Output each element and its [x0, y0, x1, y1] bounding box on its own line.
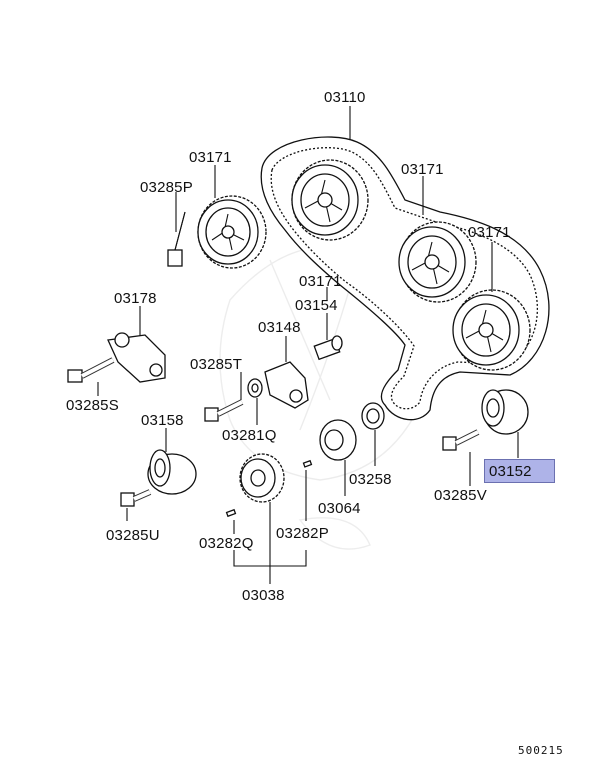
label-key-q[interactable]: 03282Q [199, 535, 254, 552]
bolt-03285s [67, 357, 115, 383]
label-sprocket-d[interactable]: 03171 [299, 273, 342, 290]
crank-sprocket-03038 [239, 453, 285, 503]
label-flange[interactable]: 03064 [318, 500, 361, 517]
seal-ring-03258 [361, 402, 385, 430]
key-03282p [302, 459, 313, 468]
sprocket-lower-right [452, 289, 531, 371]
spacer-03154 [313, 335, 343, 361]
label-belt[interactable]: 03110 [324, 89, 366, 106]
label-bolt-v[interactable]: 03285V [434, 487, 487, 504]
tensioner-bracket [107, 332, 166, 383]
label-key-p[interactable]: 03282P [276, 525, 329, 542]
label-bolt-t[interactable]: 03285T [190, 356, 243, 373]
bolt-03285t [204, 399, 244, 422]
label-tensioner-arm[interactable]: 03148 [258, 319, 301, 336]
label-bolt-s[interactable]: 03285S [66, 397, 119, 414]
sprocket-upper-left [197, 195, 267, 269]
label-bolt-p[interactable]: 03285P [140, 179, 193, 196]
label-sprocket-c[interactable]: 03171 [468, 224, 511, 241]
key-03282q [225, 508, 237, 518]
label-washer[interactable]: 03281Q [222, 427, 277, 444]
diagram-code: 500215 [518, 744, 564, 757]
tensioner-arm [264, 361, 309, 409]
pulley-03152 [481, 389, 529, 435]
label-tensioner-bracket[interactable]: 03178 [114, 290, 157, 307]
label-pulley-highlighted[interactable]: 03152 [484, 459, 555, 483]
flange-03064 [319, 419, 357, 461]
label-sprocket-a[interactable]: 03171 [189, 149, 232, 166]
idler-pulley-03158 [147, 449, 197, 495]
label-seal-ring[interactable]: 03258 [349, 471, 392, 488]
label-sprocket-b[interactable]: 03171 [401, 161, 444, 178]
label-crank-sprocket[interactable]: 03038 [242, 587, 285, 604]
bolt-03285v [442, 429, 480, 451]
label-bolt-u[interactable]: 03285U [106, 527, 160, 544]
sprocket-top-center [291, 159, 369, 241]
bolt-03285p [167, 211, 186, 267]
bolt-03285u [120, 489, 152, 507]
label-pulley-idler[interactable]: 03158 [141, 412, 184, 429]
leader-lines [97, 106, 519, 584]
washer-03281q [247, 378, 263, 398]
sprocket-right [398, 221, 477, 303]
label-spacer[interactable]: 03154 [295, 297, 338, 314]
